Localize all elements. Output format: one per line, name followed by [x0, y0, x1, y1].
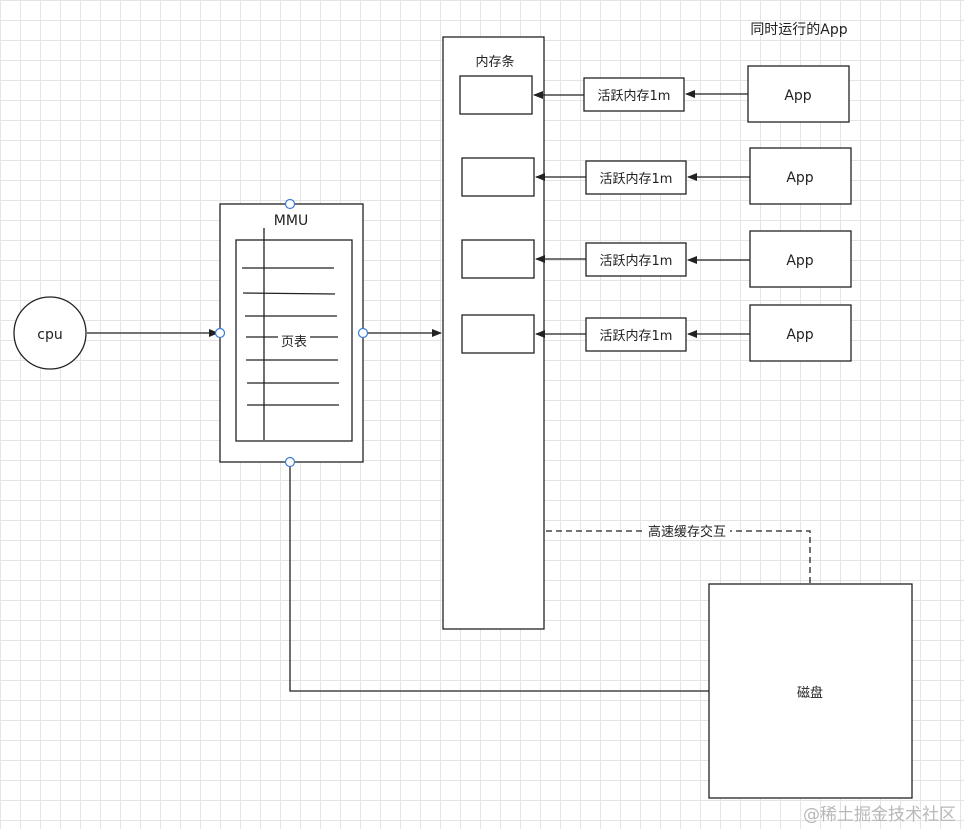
memory-slot[interactable] [461, 314, 535, 354]
mmu-port-top[interactable] [284, 198, 296, 210]
page-table-row [242, 292, 336, 295]
active-memory-box[interactable]: 活跃内存1m [585, 242, 687, 277]
app-label: App [786, 170, 813, 186]
disk-node[interactable]: 磁盘 [708, 583, 913, 799]
mmu-port-bottom[interactable] [284, 456, 296, 468]
app-label: App [786, 253, 813, 269]
mmu-to-disk-connector [289, 467, 709, 692]
app-box[interactable]: App [749, 147, 852, 205]
memory-slot[interactable] [459, 75, 533, 115]
active-memory-label: 活跃内存1m [600, 171, 673, 187]
app-box[interactable]: App [749, 230, 852, 288]
cache-interaction-connector [546, 530, 811, 584]
cache-interaction-label: 高速缓存交互 [648, 524, 726, 540]
page-table[interactable]: 页表 [235, 228, 353, 442]
cpu-node[interactable]: cpu [13, 296, 87, 370]
app-box[interactable]: App [749, 304, 852, 362]
mmu-port-left[interactable] [214, 327, 226, 339]
page-table-label: 页表 [281, 335, 307, 350]
mmu-port-right[interactable] [357, 327, 369, 339]
active-memory-label: 活跃内存1m [600, 328, 673, 344]
memory-stick-label: 内存条 [475, 54, 514, 70]
active-memory-box[interactable]: 活跃内存1m [585, 317, 687, 352]
mmu-label: MMU [274, 213, 308, 229]
app-box[interactable]: App [747, 65, 850, 123]
memory-slot[interactable] [461, 157, 535, 197]
app-label: App [786, 327, 813, 343]
active-memory-box[interactable]: 活跃内存1m [583, 77, 685, 112]
active-memory-box[interactable]: 活跃内存1m [585, 160, 687, 195]
disk-label: 磁盘 [797, 685, 823, 701]
watermark: @稀土掘金技术社区 [803, 805, 956, 825]
cpu-label: cpu [37, 327, 62, 343]
app-label: App [784, 88, 811, 104]
active-memory-label: 活跃内存1m [598, 88, 671, 104]
memory-slot[interactable] [461, 239, 535, 279]
active-memory-label: 活跃内存1m [600, 253, 673, 269]
apps-title: 同时运行的App [750, 22, 847, 38]
